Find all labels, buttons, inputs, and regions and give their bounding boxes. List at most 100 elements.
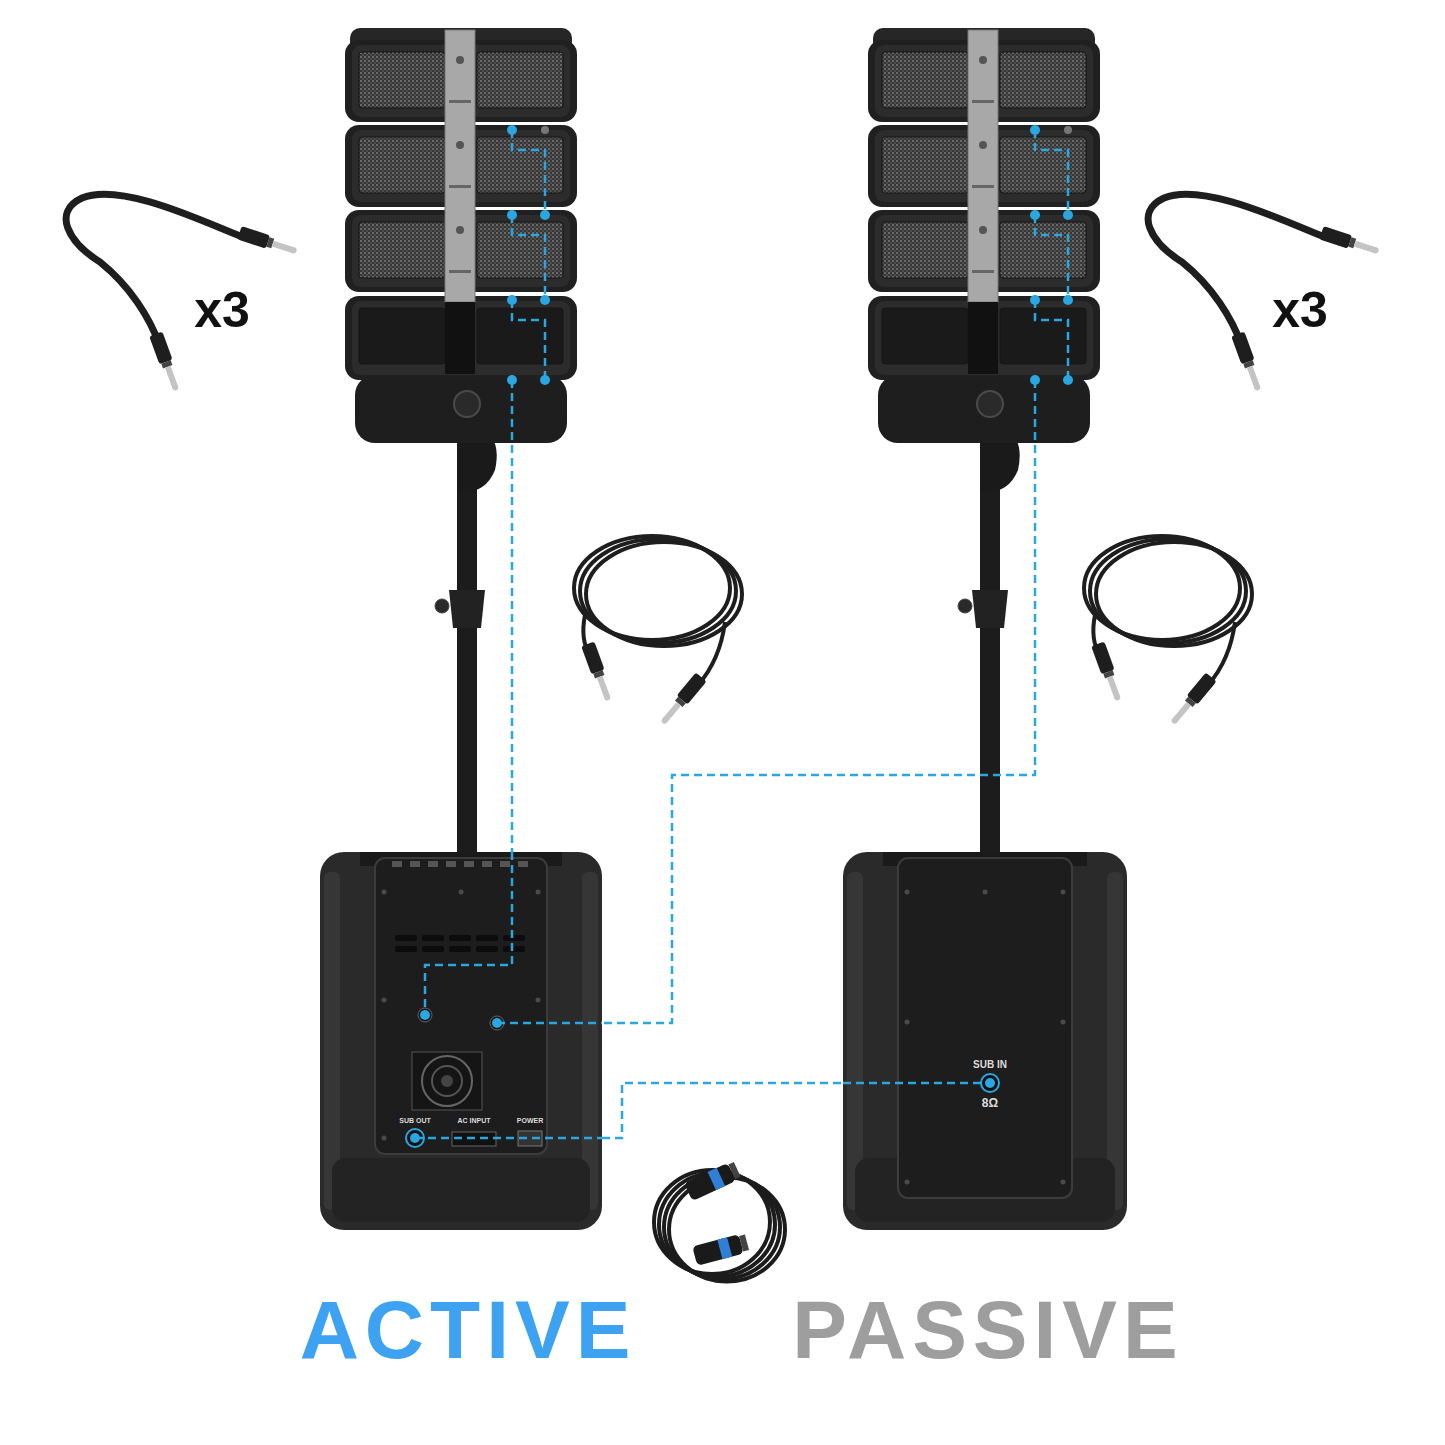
- signal-wire: [512, 215, 545, 300]
- cable: [698, 622, 725, 685]
- jack-plug: [581, 641, 615, 702]
- vent-slot: [503, 946, 525, 952]
- module-screw: [1064, 126, 1072, 134]
- plug-body: [1091, 641, 1114, 674]
- column-base: [355, 375, 567, 443]
- speaker-grille: [477, 52, 563, 108]
- speakon-nose: [728, 1162, 740, 1179]
- plug-body: [1319, 226, 1352, 249]
- signal-wire: [843, 1082, 990, 1085]
- panel-label: AC INPUT: [457, 1117, 490, 1124]
- cabinet-edge: [847, 872, 863, 1210]
- signal-wire: [1035, 300, 1068, 380]
- cabinet-outline: [320, 852, 602, 1230]
- plug-body: [149, 331, 172, 364]
- control-strip: [392, 861, 402, 867]
- bar-hole: [456, 141, 464, 149]
- speaker-grille: [882, 308, 968, 364]
- signal-wire: [425, 852, 512, 1015]
- vent-slot: [449, 946, 471, 952]
- control-strip: [464, 861, 474, 867]
- speaker-grille: [882, 137, 968, 193]
- speakon-band: [708, 1168, 726, 1190]
- signal-wire: [512, 130, 545, 215]
- bar-slot: [449, 100, 471, 103]
- panel-screw: [905, 1020, 910, 1025]
- vent-slot: [395, 935, 417, 941]
- cabinet-outline: [843, 852, 1127, 1230]
- vent-slot: [476, 935, 498, 941]
- quantity-label: x3: [194, 285, 250, 335]
- cable: [1208, 622, 1235, 685]
- control-strip: [500, 861, 510, 867]
- speaker-grille: [1000, 222, 1086, 278]
- connection-dot: [1030, 295, 1040, 305]
- speakon-plug: [692, 1233, 749, 1266]
- plug-tip-end: [171, 384, 179, 392]
- control-strip: [446, 861, 456, 867]
- speakon-body: [684, 1163, 736, 1201]
- cable-coil: [669, 1178, 785, 1282]
- vent-slot: [422, 935, 444, 941]
- bar-hole: [979, 56, 987, 64]
- plug-body: [581, 641, 604, 674]
- plug-tip-end: [1170, 716, 1178, 724]
- control-strip: [410, 861, 420, 867]
- speakon-nose: [739, 1235, 749, 1252]
- speaker-module: [345, 296, 577, 380]
- cabinet-base: [332, 1158, 590, 1222]
- speakon-cable-icon: [654, 1160, 785, 1281]
- connection-dot: [1030, 125, 1040, 135]
- speaker-output-jack: [418, 1008, 432, 1022]
- connection-dot: [1030, 210, 1040, 220]
- back-panel: [898, 858, 1072, 1198]
- column-base: [878, 375, 1090, 443]
- fan-hub: [441, 1075, 453, 1087]
- panel-screw: [382, 890, 387, 895]
- cable-coil: [1096, 542, 1252, 646]
- connection-dot: [1063, 210, 1073, 220]
- tilt-knob: [454, 391, 480, 417]
- connection-dot: [507, 295, 517, 305]
- speaker-grille: [359, 222, 445, 278]
- speaker-output-jack: [490, 1016, 504, 1030]
- jack-plug: [237, 226, 298, 258]
- module-face: [875, 301, 1093, 375]
- speaker-grille: [477, 308, 563, 364]
- cabinet-edge: [582, 872, 598, 1210]
- vent-slot: [476, 946, 498, 952]
- panel-screw: [459, 890, 464, 895]
- jack-plug: [1231, 331, 1265, 392]
- stand-knob: [435, 599, 449, 613]
- tilt-knob: [977, 391, 1003, 417]
- stand-collar: [972, 590, 1008, 628]
- panel-label: SUB OUT: [399, 1117, 431, 1124]
- speaker-grille: [359, 308, 445, 364]
- active-subwoofer: SUB OUTAC INPUTPOWER: [320, 852, 602, 1230]
- jack-plug: [149, 331, 183, 392]
- cabinet-edge: [324, 872, 340, 1210]
- module-screw: [541, 126, 549, 134]
- stand-knob: [958, 599, 972, 613]
- panel-screw: [905, 1180, 910, 1185]
- plug-body: [237, 226, 270, 249]
- long-cable-icon: [1084, 536, 1252, 727]
- back-panel: [375, 858, 547, 1154]
- panel-label: 8Ω: [982, 1097, 998, 1109]
- stand-pole: [457, 470, 477, 865]
- module-face: [352, 301, 570, 375]
- connection-dot: [540, 295, 550, 305]
- sub-link-wire: [602, 1083, 843, 1138]
- signal-wire: [497, 1022, 602, 1025]
- system-label: PASSIVE: [792, 1289, 1183, 1371]
- bar-slot: [972, 100, 994, 103]
- jack-plug: [657, 673, 706, 728]
- vent-slot: [395, 946, 417, 952]
- cabinet-body: [320, 852, 602, 1230]
- speaker-column: [868, 28, 1100, 865]
- plug-tip-end: [290, 247, 298, 255]
